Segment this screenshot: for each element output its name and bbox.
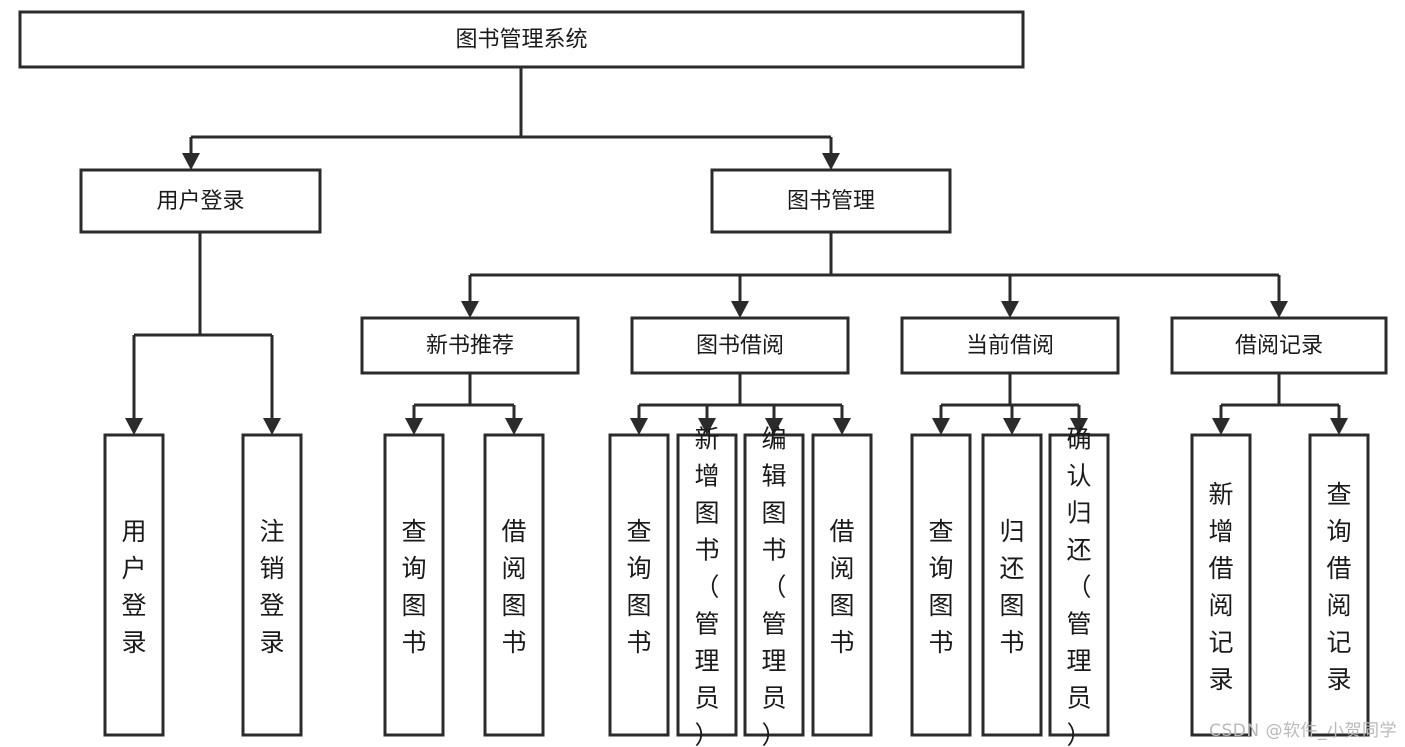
node-label-book-manage: 图书管理 bbox=[787, 189, 875, 214]
book-manage-branch-3-arrowhead bbox=[1270, 301, 1288, 318]
node-leaf-add-book[interactable]: 新增图书（管理员） bbox=[676, 424, 738, 747]
node-box-leaf-query-record[interactable] bbox=[1308, 433, 1370, 737]
node-label-book-borrow: 图书借阅 bbox=[696, 334, 784, 359]
current-borrow-branch-2-arrowhead bbox=[1070, 418, 1088, 435]
node-label-leaf-query-book-3: 查询图书 bbox=[928, 517, 953, 657]
current-borrow-branch-0-arrowhead bbox=[932, 418, 950, 435]
node-box-leaf-query-book-2[interactable] bbox=[608, 433, 670, 737]
node-user-login[interactable]: 用户登录 bbox=[79, 168, 322, 234]
node-current-borrow[interactable]: 当前借阅 bbox=[900, 316, 1120, 375]
node-label-leaf-confirm-return: 确认归还（管理员） bbox=[1066, 424, 1091, 747]
node-box-book-manage[interactable] bbox=[710, 168, 952, 234]
node-leaf-query-book-1[interactable]: 查询图书 bbox=[383, 433, 445, 737]
node-root[interactable]: 图书管理系统 bbox=[18, 10, 1025, 69]
node-label-root: 图书管理系统 bbox=[455, 28, 587, 53]
node-book-manage[interactable]: 图书管理 bbox=[710, 168, 952, 234]
node-leaf-user-login[interactable]: 用户登录 bbox=[103, 433, 165, 737]
node-box-leaf-user-login[interactable] bbox=[103, 433, 165, 737]
new-book-rec-branch-0-arrowhead bbox=[405, 418, 423, 435]
connector-lines bbox=[125, 67, 1348, 435]
node-box-leaf-confirm-return[interactable] bbox=[1048, 433, 1110, 737]
user-login-branch-0-arrowhead bbox=[125, 418, 143, 435]
node-label-leaf-borrow-book-2: 借阅图书 bbox=[829, 517, 854, 657]
node-leaf-return-book[interactable]: 归还图书 bbox=[981, 433, 1043, 737]
node-label-leaf-return-book: 归还图书 bbox=[999, 517, 1024, 657]
node-book-borrow[interactable]: 图书借阅 bbox=[630, 316, 850, 375]
node-leaf-query-book-2[interactable]: 查询图书 bbox=[608, 433, 670, 737]
node-box-leaf-borrow-book-2[interactable] bbox=[811, 433, 873, 737]
node-leaf-query-book-3[interactable]: 查询图书 bbox=[910, 433, 972, 737]
node-label-leaf-edit-book: 编辑图书（管理员） bbox=[761, 424, 786, 747]
node-label-leaf-user-login: 用户登录 bbox=[121, 517, 146, 657]
node-box-leaf-user-logout[interactable] bbox=[241, 433, 303, 737]
book-manage-branch-0-arrowhead bbox=[461, 301, 479, 318]
node-box-leaf-return-book[interactable] bbox=[981, 433, 1043, 737]
node-label-leaf-query-book-1: 查询图书 bbox=[401, 517, 426, 657]
node-box-user-login[interactable] bbox=[79, 168, 322, 234]
node-label-leaf-user-logout: 注销登录 bbox=[259, 517, 284, 657]
node-label-leaf-add-record: 新增借阅记录 bbox=[1208, 480, 1233, 694]
root-branch-1-arrowhead bbox=[822, 153, 840, 170]
node-boxes: 图书管理系统用户登录图书管理新书推荐图书借阅当前借阅借阅记录用户登录注销登录查询… bbox=[18, 10, 1388, 747]
book-manage-branch-2-arrowhead bbox=[1001, 301, 1019, 318]
new-book-rec-branch-1-arrowhead bbox=[505, 418, 523, 435]
node-label-leaf-query-record: 查询借阅记录 bbox=[1326, 480, 1351, 694]
book-manage-branch-1-arrowhead bbox=[731, 301, 749, 318]
user-login-branch-1-arrowhead bbox=[263, 418, 281, 435]
node-box-root[interactable] bbox=[18, 10, 1025, 69]
node-leaf-confirm-return[interactable]: 确认归还（管理员） bbox=[1048, 424, 1110, 747]
borrow-record-branch-1-arrowhead bbox=[1330, 418, 1348, 435]
node-box-leaf-edit-book[interactable] bbox=[743, 433, 805, 737]
node-label-leaf-add-book: 新增图书（管理员） bbox=[694, 424, 719, 747]
node-leaf-borrow-book-2[interactable]: 借阅图书 bbox=[811, 433, 873, 737]
node-box-leaf-query-book-3[interactable] bbox=[910, 433, 972, 737]
node-box-leaf-add-book[interactable] bbox=[676, 433, 738, 737]
root-branch-0-arrowhead bbox=[182, 153, 200, 170]
node-box-leaf-borrow-book-1[interactable] bbox=[483, 433, 545, 737]
book-borrow-branch-1-arrowhead bbox=[698, 418, 716, 435]
node-label-leaf-query-book-2: 查询图书 bbox=[626, 517, 651, 657]
node-leaf-query-record[interactable]: 查询借阅记录 bbox=[1308, 433, 1370, 737]
current-borrow-branch-1-arrowhead bbox=[1003, 418, 1021, 435]
node-new-book-rec[interactable]: 新书推荐 bbox=[360, 316, 580, 375]
node-box-leaf-add-record[interactable] bbox=[1190, 433, 1252, 737]
node-label-borrow-record: 借阅记录 bbox=[1235, 334, 1323, 359]
node-leaf-user-logout[interactable]: 注销登录 bbox=[241, 433, 303, 737]
book-borrow-branch-3-arrowhead bbox=[833, 418, 851, 435]
node-leaf-add-record[interactable]: 新增借阅记录 bbox=[1190, 433, 1252, 737]
node-leaf-borrow-book-1[interactable]: 借阅图书 bbox=[483, 433, 545, 737]
node-leaf-edit-book[interactable]: 编辑图书（管理员） bbox=[743, 424, 805, 747]
node-label-new-book-rec: 新书推荐 bbox=[426, 334, 514, 359]
node-label-user-login: 用户登录 bbox=[156, 189, 244, 214]
node-box-current-borrow[interactable] bbox=[900, 316, 1120, 375]
node-box-book-borrow[interactable] bbox=[630, 316, 850, 375]
node-box-borrow-record[interactable] bbox=[1170, 316, 1388, 375]
node-box-leaf-query-book-1[interactable] bbox=[383, 433, 445, 737]
node-label-current-borrow: 当前借阅 bbox=[966, 334, 1054, 359]
node-box-new-book-rec[interactable] bbox=[360, 316, 580, 375]
book-borrow-branch-0-arrowhead bbox=[630, 418, 648, 435]
book-borrow-branch-2-arrowhead bbox=[765, 418, 783, 435]
borrow-record-branch-0-arrowhead bbox=[1212, 418, 1230, 435]
node-label-leaf-borrow-book-1: 借阅图书 bbox=[501, 517, 526, 657]
node-borrow-record[interactable]: 借阅记录 bbox=[1170, 316, 1388, 375]
